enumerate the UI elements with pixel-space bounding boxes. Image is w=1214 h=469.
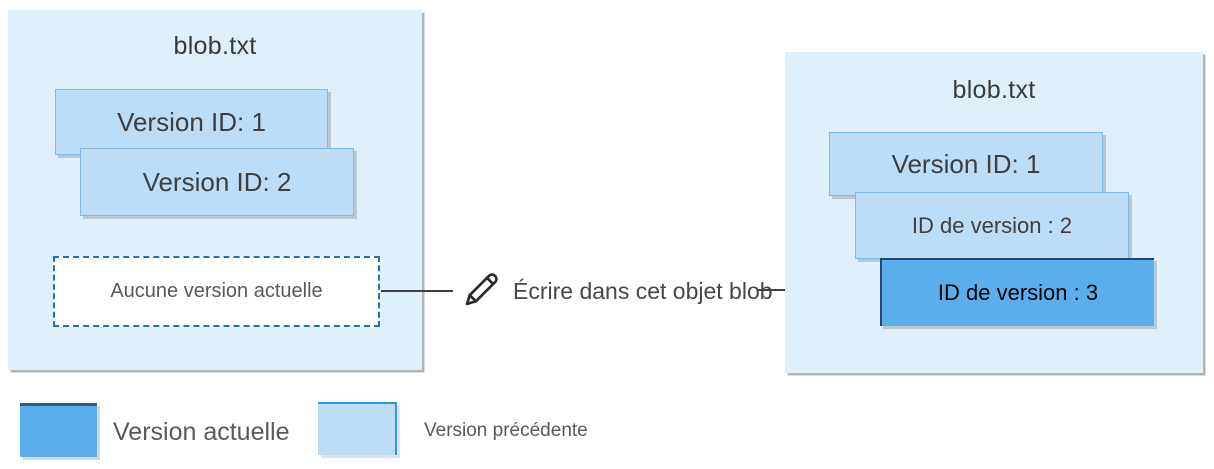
version-label: Version ID: 1 xyxy=(891,148,1041,179)
no-current-version-label: Aucune version actuelle xyxy=(110,280,323,302)
blob-panel-after: blob.txt Version ID: 1 ID de version : 2… xyxy=(785,52,1203,373)
legend-swatch-current-version xyxy=(20,403,97,457)
action-label: Écrire dans cet objet blob xyxy=(513,278,773,304)
blob-title: blob.txt xyxy=(173,32,257,60)
blob-panel-before: blob.txt Version ID: 1 Version ID: 2 Auc… xyxy=(8,10,422,370)
pencil-icon xyxy=(459,266,505,312)
legend-label-current-version: Version actuelle xyxy=(113,418,290,446)
connector-line xyxy=(381,290,453,292)
version-box-previous: ID de version : 2 xyxy=(855,192,1129,259)
version-label: ID de version : 3 xyxy=(937,280,1099,305)
blob-title: blob.txt xyxy=(952,76,1036,104)
version-label: Version ID: 1 xyxy=(117,106,266,137)
version-label: Version ID: 2 xyxy=(142,166,292,197)
version-box-previous: Version ID: 1 xyxy=(55,89,328,155)
version-box-previous: Version ID: 2 xyxy=(80,148,354,216)
version-box-current: ID de version : 3 xyxy=(880,258,1154,326)
legend-label-previous-version: Version précédente xyxy=(424,420,588,441)
legend-swatch-previous-version xyxy=(318,402,397,455)
version-box-previous: Version ID: 1 xyxy=(829,132,1103,196)
version-label: ID de version : 2 xyxy=(911,212,1073,238)
no-current-version-box: Aucune version actuelle xyxy=(53,256,380,327)
